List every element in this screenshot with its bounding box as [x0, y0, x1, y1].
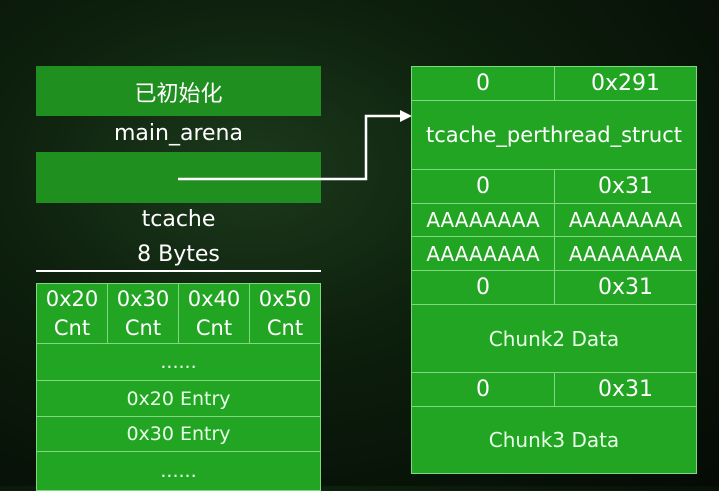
ellipsis-row: ...... [36, 343, 321, 381]
tcache-struct-label: tcache_perthread_struct [411, 100, 697, 170]
chunk3-data: Chunk3 Data [411, 406, 697, 474]
initialized-label: 已初始化 [134, 82, 223, 107]
initialized-bar [36, 66, 321, 116]
chunk1-prev-size: 0 [411, 66, 555, 101]
ellipsis-row-2: ...... [36, 451, 321, 491]
chunk2-prev-size: 0 [411, 169, 555, 204]
data-cell-a1: AAAAAAAA [411, 203, 555, 237]
size-label: 8 Bytes [137, 242, 220, 267]
data-cell-b1: AAAAAAAA [411, 236, 555, 271]
divider [36, 270, 321, 272]
chunk4-size: 0x31 [554, 372, 697, 407]
chunk2-size: 0x31 [554, 169, 697, 204]
data-cell-b2: AAAAAAAA [554, 236, 697, 271]
chunk2-data: Chunk2 Data [411, 304, 697, 373]
entry-0x30: 0x30 Entry [36, 416, 321, 452]
tcache-label: tcache [141, 207, 216, 232]
chunk3-prev-size: 0 [411, 270, 555, 305]
tcache-pointer-bar [36, 152, 321, 203]
data-cell-a2: AAAAAAAA [554, 203, 697, 237]
entry-0x20: 0x20 Entry [36, 380, 321, 417]
chunk4-prev-size: 0 [411, 372, 555, 407]
chunk3-size: 0x31 [554, 270, 697, 305]
chunk1-size: 0x291 [554, 66, 697, 101]
main-arena-label: main_arena [114, 121, 243, 146]
